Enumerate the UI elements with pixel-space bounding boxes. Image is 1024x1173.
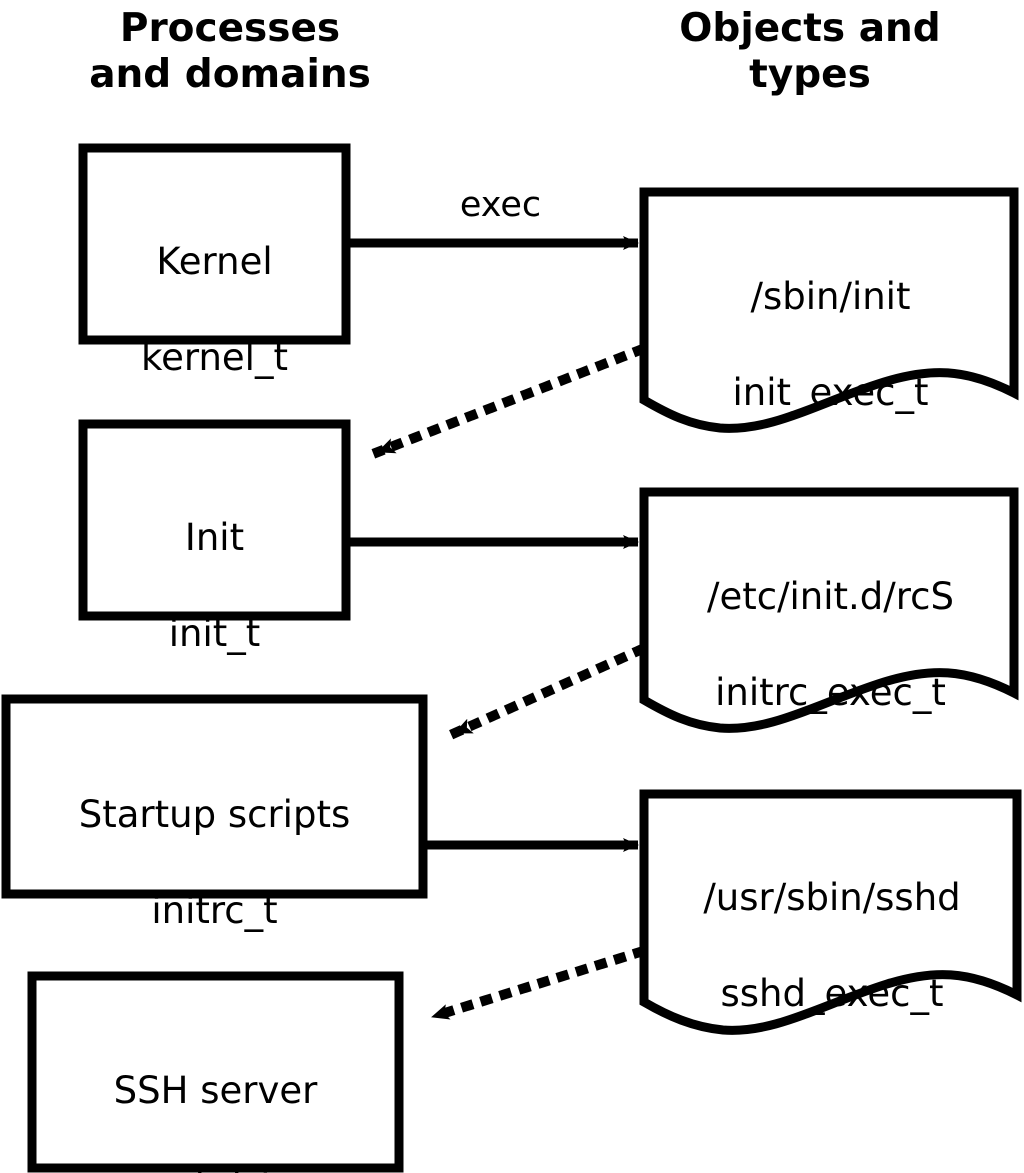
object-doc-sshd-exec [639, 789, 1022, 1035]
process-box-init [78, 419, 351, 621]
edge-init-exec-to-init [371, 343, 647, 459]
edge-label-exec: exec [459, 185, 542, 225]
object-doc-initrc-exec [639, 487, 1019, 733]
column-header-objects: Objects and types [679, 6, 941, 97]
process-box-kernel [78, 143, 351, 345]
edge-sshd-exec-to-sshd [425, 945, 647, 1024]
edge-initrc-exec-to-initrc [448, 643, 647, 740]
object-doc-init-exec [639, 187, 1019, 433]
column-header-processes: Processes and domains [89, 6, 371, 97]
process-box-sshd [27, 971, 404, 1173]
process-box-initrc [1, 694, 428, 899]
